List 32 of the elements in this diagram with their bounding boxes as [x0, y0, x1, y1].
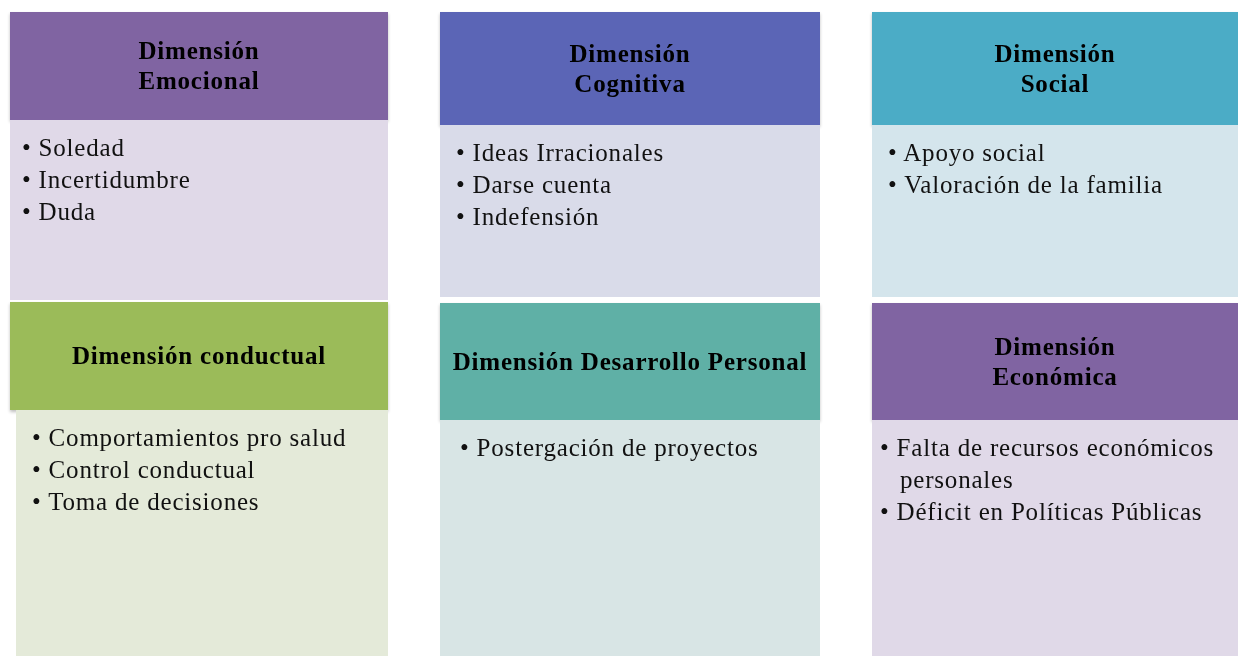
bullet-item: • Toma de decisiones: [32, 487, 261, 517]
bullet-item: • Indefensión: [456, 202, 601, 232]
dimension-header-box: [872, 303, 1238, 420]
item-list-box: [16, 410, 388, 656]
bullet-item: • Postergación de proyectos: [460, 433, 760, 463]
bullet-item: • Comportamientos pro salud: [32, 423, 348, 453]
dimension-header-box: [440, 12, 820, 125]
item-list-box: [440, 125, 820, 297]
item-list-box: [440, 420, 820, 656]
dimension-header-box: [10, 12, 388, 120]
bullet-item: • Darse cuenta: [456, 170, 613, 200]
dimension-title: Dimensión conductual: [71, 341, 327, 371]
dimension-header-box: [872, 12, 1238, 125]
item-list-box: [872, 125, 1238, 297]
dimension-title: Dimensión Social: [993, 38, 1117, 99]
dimension-header-box: [440, 303, 820, 420]
bullet-item: • Soledad: [22, 133, 126, 163]
dimension-title: Dimensión Emocional: [137, 36, 261, 96]
bullet-item: • Valoración de la familia: [888, 170, 1164, 200]
bullet-item: • Ideas Irracionales: [456, 138, 665, 168]
item-list-box: [872, 420, 1238, 656]
item-list-box: [10, 120, 388, 300]
bullet-item: • Falta de recursos económicos personales: [880, 433, 1216, 495]
dimension-title: Dimensión Económica: [991, 331, 1119, 392]
bullet-item: • Déficit en Políticas Públicas: [880, 497, 1204, 527]
bullet-item: • Apoyo social: [888, 138, 1047, 168]
dimension-header-box: [10, 302, 388, 410]
bullet-item: • Control conductual: [32, 455, 257, 485]
dimension-title: Dimensión Desarrollo Personal: [452, 346, 808, 377]
dimension-title: Dimensión Cognitiva: [568, 38, 692, 99]
bullet-item: • Incertidumbre: [22, 165, 192, 195]
bullet-item: • Duda: [22, 197, 97, 227]
